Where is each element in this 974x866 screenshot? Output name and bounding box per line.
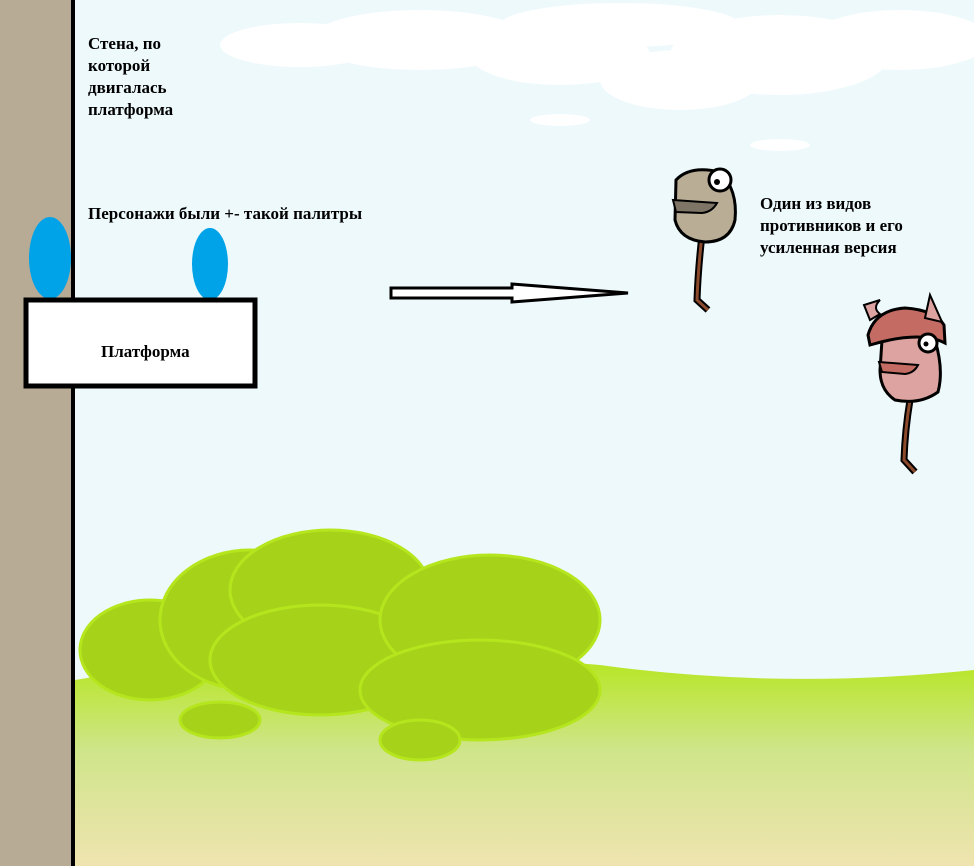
platform-label: Платформа [101,342,190,361]
enemy-note: Один из видов противников и его усиленна… [760,194,903,257]
clouds [220,3,974,151]
bushes [78,528,602,762]
palette-note: Персонажи были +- такой палитры [88,204,363,223]
arrow-icon [389,282,629,304]
enemy-strong [862,291,947,475]
character-blob [29,217,71,299]
wall-edge [71,0,75,866]
enemy-basic [671,167,737,313]
wall-note: Стена, по которой двигалась платформа [88,34,174,119]
wall [0,0,71,866]
character-blob [192,228,228,300]
platform [23,297,258,389]
